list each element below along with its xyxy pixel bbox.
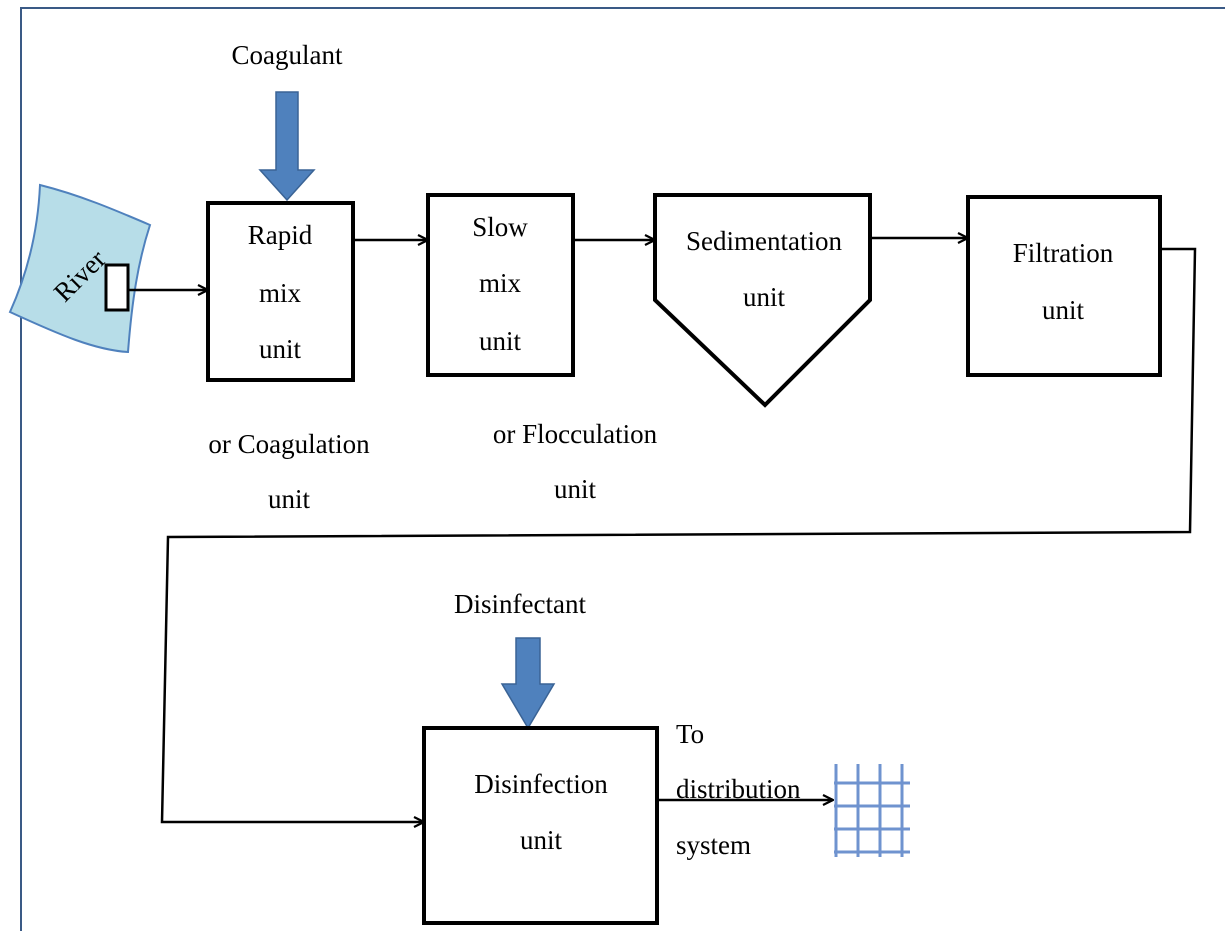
coagulation-alt-line-2: unit [267,484,311,514]
page-frame-left [20,7,22,931]
distribution-line-3: system [676,830,752,860]
coagulant-arrow [258,91,316,202]
disinfection-line-1: Disinfection [474,769,608,799]
rapid-mix-line-1: Rapid [247,220,313,250]
flocculation-alt-line-1: or Flocculation [492,419,658,449]
disinfectant-arrow [500,637,556,730]
page-frame-top [20,7,1225,9]
rapid-mix-line-2: mix [258,278,302,308]
slow-mix-line-3: unit [478,326,522,356]
filtration-line-2: unit [1041,295,1085,325]
coagulation-alt-line-1: or Coagulation [208,429,370,459]
filtration-unit-box [966,195,1162,377]
filtration-line-1: Filtration [1012,238,1114,268]
slow-mix-line-1: Slow [472,212,528,242]
intake-box [104,263,130,312]
sedimentation-line-1: Sedimentation [686,226,842,256]
sedimentation-line-2: unit [742,282,786,312]
disinfection-line-2: unit [519,825,563,855]
distribution-line-2: distribution [676,774,801,804]
arrow-filtration-to-disinfection [160,247,1197,822]
coagulant-label: Coagulant [231,40,343,70]
disinfectant-label: Disinfectant [454,589,586,619]
distribution-network-icon [834,764,910,857]
rapid-mix-unit-box [206,201,355,382]
sedimentation-unit-shape [653,193,872,408]
slow-mix-line-2: mix [478,268,522,298]
distribution-line-1: To [676,719,705,749]
flocculation-alt-line-2: unit [553,474,597,504]
slow-mix-unit-box [426,193,575,377]
rapid-mix-line-3: unit [258,334,302,364]
